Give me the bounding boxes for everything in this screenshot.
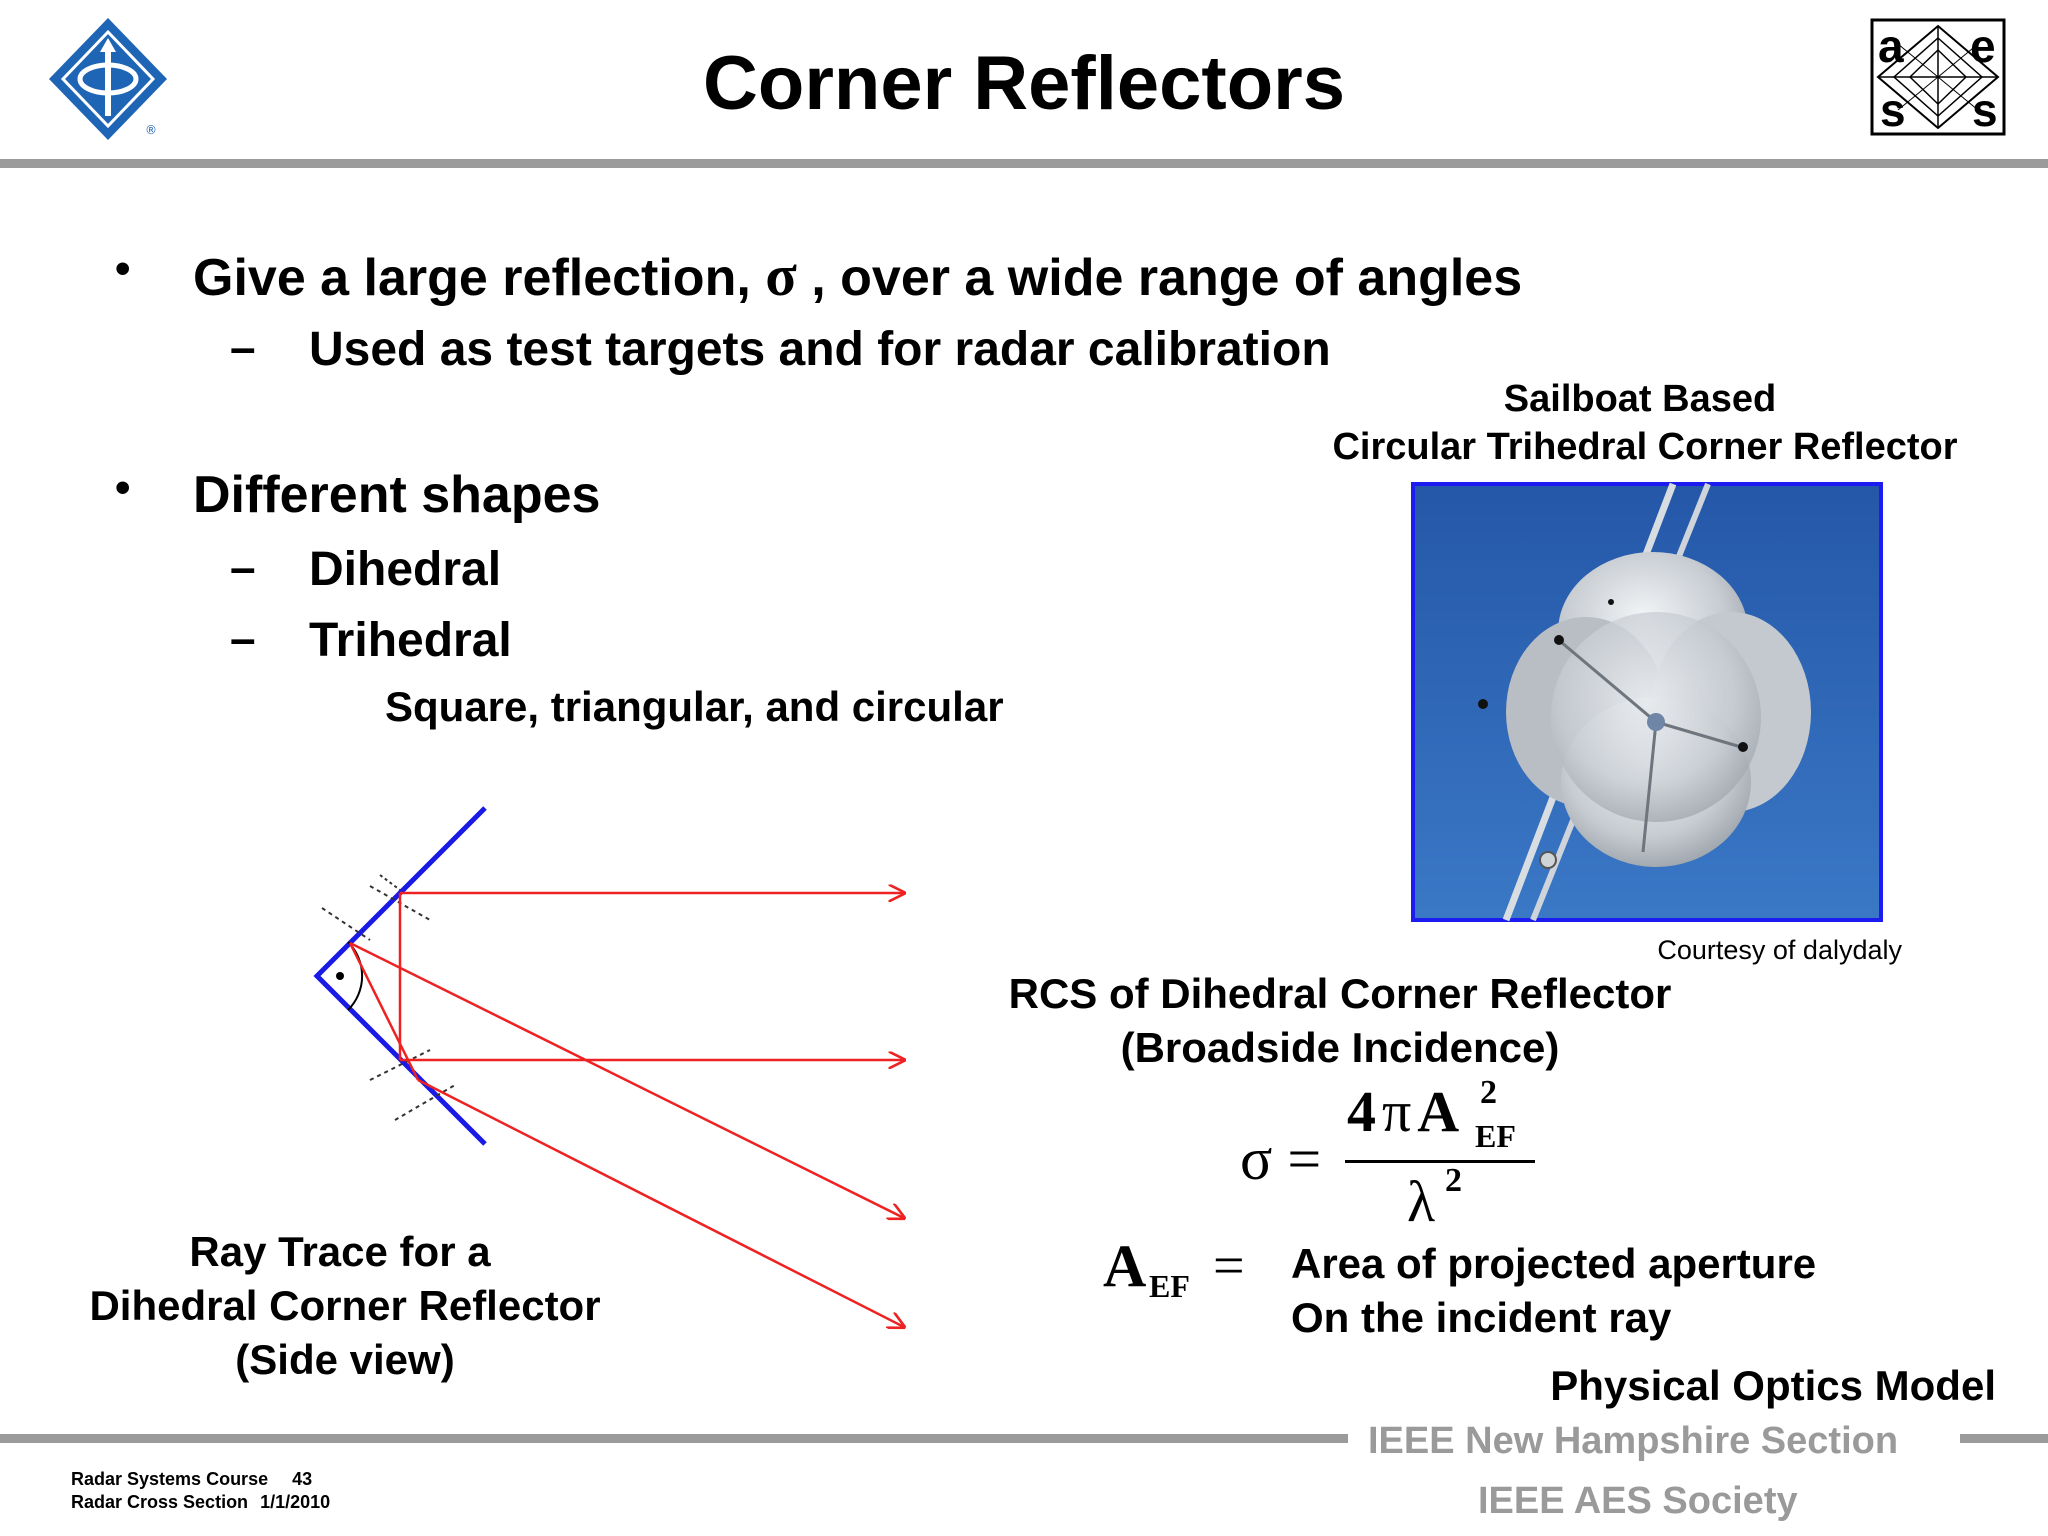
aes-letter-s1: s — [1880, 84, 1906, 136]
aes-letter-e: e — [1970, 20, 1996, 72]
aef-definition-line-1: Area of projected aperture — [1291, 1240, 1817, 1287]
formula-pi: π — [1382, 1079, 1412, 1144]
aes-logo-icon: a e s s — [1870, 18, 2006, 136]
footer-date: 1/1/2010 — [260, 1492, 331, 1512]
footer-org-2: IEEE AES Society — [1478, 1480, 1798, 1522]
aef-symbol: A EF = — [1103, 1232, 1263, 1312]
footer-page: 43 — [292, 1469, 313, 1489]
formula-a: A — [1417, 1079, 1460, 1144]
raytrace-caption-line-3: (Side view) — [235, 1336, 455, 1383]
bullet-1: Give a large reflection, σ , over a wide… — [193, 246, 1522, 308]
raytrace-caption-line-2: Dihedral Corner Reflector — [89, 1282, 601, 1329]
sigma-symbol: σ — [765, 243, 797, 308]
formula-num-sup: 2 — [1480, 1074, 1497, 1111]
raytrace-caption-line-1: Ray Trace for a — [189, 1228, 491, 1275]
header-divider — [0, 159, 2048, 168]
formula-lhs: σ = — [1240, 1126, 1322, 1192]
model-label: Physical Optics Model — [1550, 1362, 1996, 1409]
bullet-2-subsub: Square, triangular, and circular — [385, 683, 1004, 730]
footer-topic: Radar Cross Section — [71, 1492, 249, 1512]
slide-title: Corner Reflectors — [703, 41, 1345, 126]
dash-marker-1: – — [230, 321, 256, 373]
footer-course-line: Radar Systems Course 43 — [71, 1467, 312, 1491]
dash-marker-2: – — [230, 541, 256, 593]
bullet-2-sub-dihedral: Dihedral — [309, 543, 502, 596]
ieee-diamond-logo-icon: ® — [45, 16, 171, 142]
photo-caption-line-1: Sailboat Based — [1503, 378, 1777, 420]
aes-letter-a: a — [1878, 20, 1904, 72]
formula-lambda: λ — [1407, 1169, 1436, 1234]
reflector-photo — [1411, 482, 1883, 922]
formula-den-sup: 2 — [1445, 1162, 1462, 1199]
footer-org-1: IEEE New Hampshire Section — [1368, 1420, 1899, 1462]
footer-rule-right — [1960, 1434, 2048, 1443]
svg-text:®: ® — [145, 123, 157, 137]
aef-a: A — [1103, 1233, 1147, 1299]
aes-letter-s2: s — [1972, 84, 1998, 136]
ray-trace-diagram — [290, 790, 930, 1350]
aef-eq: = — [1213, 1235, 1245, 1297]
formula-coef: 4 — [1347, 1079, 1376, 1144]
aef-sub: EF — [1149, 1268, 1190, 1304]
photo-credit: Courtesy of dalydaly — [1657, 935, 1902, 965]
bullet-1-text-a: Give a large reflection, — [193, 249, 766, 307]
formula-fraction-bar — [1345, 1160, 1535, 1163]
bullet-1-text-b: , over a wide range of angles — [796, 249, 1523, 307]
photo-caption-line-2: Circular Trihedral Corner Reflector — [1332, 426, 1958, 468]
bullet-1-sub-1: Used as test targets and for radar calib… — [309, 323, 1331, 376]
dash-marker-3: – — [230, 612, 256, 664]
footer-rule-left — [0, 1434, 1348, 1443]
rcs-heading-line-1: RCS of Dihedral Corner Reflector — [1008, 970, 1672, 1017]
bullet-2: Different shapes — [193, 466, 601, 524]
footer-course: Radar Systems Course — [71, 1469, 269, 1489]
aef-definition-line-2: On the incident ray — [1291, 1294, 1672, 1341]
bullet-marker-2: • — [115, 463, 131, 512]
rcs-heading-line-2: (Broadside Incidence) — [1120, 1024, 1560, 1071]
formula-num-sub: EF — [1475, 1118, 1516, 1154]
bullet-2-sub-trihedral: Trihedral — [309, 614, 512, 667]
bullet-marker-1: • — [115, 244, 131, 293]
footer-topic-line: Radar Cross Section 1/1/2010 — [71, 1490, 330, 1514]
